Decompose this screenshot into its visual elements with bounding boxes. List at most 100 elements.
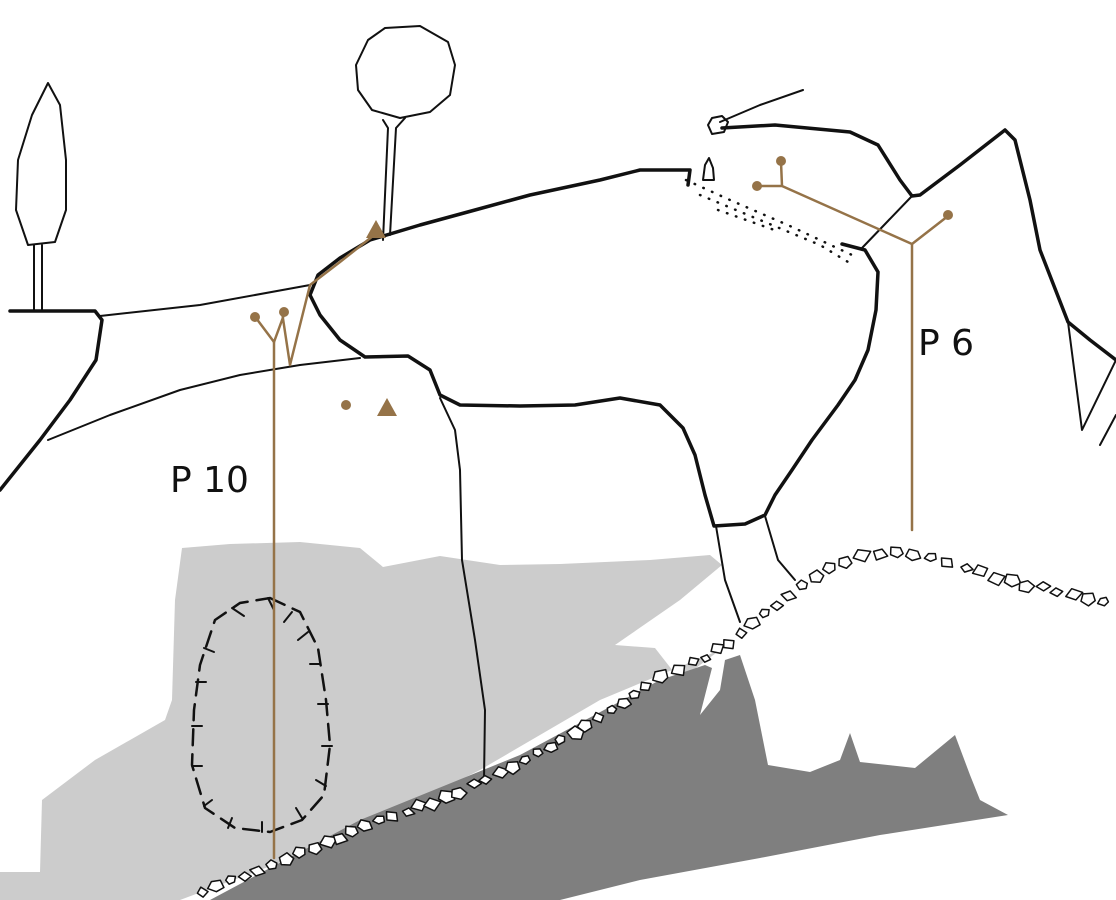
probe-marker-dot bbox=[776, 156, 786, 166]
rubble-band-left bbox=[196, 638, 735, 898]
dotted-roof-edge bbox=[684, 178, 854, 264]
rubble-stone bbox=[735, 627, 748, 639]
rubble-stone bbox=[722, 638, 735, 650]
rubble-stone bbox=[1035, 581, 1052, 592]
probe-marker-triangle bbox=[366, 220, 386, 238]
rubble-stone bbox=[652, 668, 669, 684]
thin-lines bbox=[15, 25, 1116, 781]
rubble-stone bbox=[743, 616, 761, 630]
rubble-stone bbox=[821, 562, 836, 575]
dashed-pit-outline bbox=[190, 596, 332, 834]
probe-markers bbox=[250, 156, 953, 416]
probe-marker-dot bbox=[279, 307, 289, 317]
rubble-stone bbox=[356, 819, 374, 832]
probe-marker-dot bbox=[341, 400, 351, 410]
rubble-stone bbox=[1049, 587, 1064, 598]
rubble-stone bbox=[478, 774, 493, 785]
left-tree-canopy bbox=[15, 82, 67, 246]
rubble-stone bbox=[670, 664, 686, 677]
rubble-stone bbox=[504, 761, 521, 776]
probe-marker-dot bbox=[752, 181, 762, 191]
rubble-stone bbox=[769, 600, 785, 612]
rubble-stone bbox=[1096, 596, 1110, 607]
center-tree-trunk bbox=[382, 117, 406, 241]
rubble-stone bbox=[904, 548, 922, 562]
rubble-stone bbox=[780, 590, 798, 602]
rubble-stone bbox=[224, 875, 237, 885]
rubble-stone bbox=[606, 704, 618, 715]
rubble-stone bbox=[423, 797, 442, 812]
rubble-stone bbox=[196, 886, 209, 898]
cave-chamber-outline bbox=[308, 168, 880, 528]
rubble-stone bbox=[532, 748, 544, 758]
rubble-stone bbox=[1065, 587, 1084, 601]
probe-p10-branches bbox=[254, 230, 380, 367]
rubble-stone bbox=[1080, 592, 1096, 607]
rubble-stone bbox=[889, 546, 904, 559]
dark-grey-deposit bbox=[210, 655, 1008, 900]
rubble-stone bbox=[518, 755, 531, 765]
right-outcrop-inner-line bbox=[1099, 414, 1116, 446]
light-grey-deposit bbox=[0, 542, 722, 900]
rubble-stone bbox=[450, 786, 468, 801]
rubble-band-right bbox=[735, 546, 1110, 639]
rubble-stone bbox=[332, 832, 349, 846]
profile-label-p6: P 6 bbox=[918, 323, 975, 364]
left-tree-trunk bbox=[33, 244, 43, 311]
rubble-stone bbox=[616, 697, 633, 710]
rubble-stone bbox=[371, 815, 386, 825]
pillar-left-line bbox=[715, 525, 741, 623]
thick-lines bbox=[0, 123, 1116, 528]
rubble-stone bbox=[710, 643, 725, 655]
rubble-stone bbox=[971, 564, 989, 578]
rubble-stone bbox=[628, 689, 641, 700]
rubble-stone bbox=[401, 807, 416, 817]
rubble-stone bbox=[1018, 579, 1036, 594]
left-wall-line bbox=[439, 397, 486, 781]
probe-marker-dot bbox=[943, 210, 953, 220]
rubble-stone bbox=[758, 608, 770, 619]
rubble-stone bbox=[206, 879, 225, 893]
probe-marker-triangle bbox=[377, 398, 397, 416]
rubble-stone bbox=[291, 846, 306, 859]
rubble-stone bbox=[687, 656, 700, 666]
bone-shape bbox=[707, 115, 729, 135]
upper-layer-line bbox=[99, 284, 311, 317]
rubble-stone bbox=[591, 711, 605, 724]
rubble-stone bbox=[249, 865, 266, 877]
rubble-stone bbox=[237, 871, 253, 882]
right-outcrop-line bbox=[1067, 321, 1116, 431]
probe-marker-dot bbox=[250, 312, 260, 322]
rubble-stone bbox=[852, 549, 872, 563]
rubble-stone bbox=[808, 569, 825, 583]
rubble-stone bbox=[1003, 573, 1022, 588]
rubble-stone bbox=[838, 555, 853, 570]
rubble-stone bbox=[923, 552, 937, 563]
rubble-stone bbox=[278, 852, 295, 866]
bone-shape-line bbox=[719, 89, 804, 123]
lower-layer-line bbox=[47, 357, 361, 441]
upper-surface-right bbox=[720, 123, 1116, 362]
rubble-stone bbox=[987, 571, 1006, 587]
rubble-stone bbox=[872, 548, 889, 561]
rubble-stone bbox=[385, 811, 399, 822]
rubble-stone bbox=[795, 579, 809, 591]
center-tree-canopy bbox=[355, 25, 456, 119]
pit-hachures bbox=[191, 597, 333, 833]
rubble-stone bbox=[466, 778, 483, 789]
small-marker bbox=[702, 157, 715, 181]
rubble-stone bbox=[940, 557, 954, 568]
rubble-stone bbox=[344, 825, 359, 838]
profile-label-p10: P 10 bbox=[170, 460, 249, 501]
rubble-stone bbox=[308, 841, 323, 856]
pillar-right-line bbox=[764, 515, 796, 581]
rubble-stone bbox=[639, 681, 652, 692]
probe-p6-branches bbox=[755, 160, 950, 246]
rubble-stone bbox=[700, 654, 712, 663]
probe-lines bbox=[254, 160, 950, 860]
rubble-stone bbox=[554, 734, 566, 746]
rubble-stone bbox=[960, 563, 974, 573]
rubble-stone bbox=[265, 859, 278, 870]
